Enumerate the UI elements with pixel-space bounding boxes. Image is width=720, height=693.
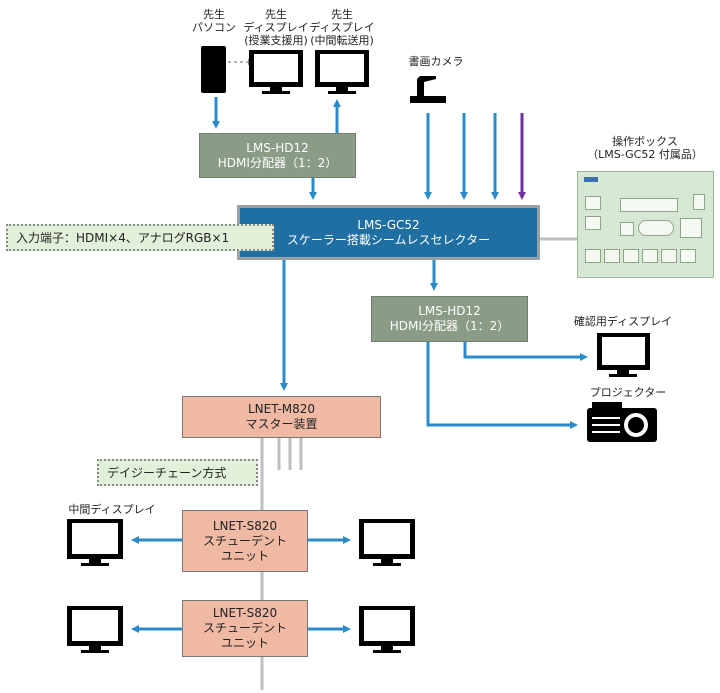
projector-icon <box>587 402 657 442</box>
input-terminals-note: 入力端子：HDMI×4、アナログRGB×1 <box>6 224 274 251</box>
teacher-display-teaching-icon <box>249 50 303 94</box>
document-camera-icon <box>410 76 446 103</box>
master-unit: LNET-M820 マスター装置 <box>182 396 381 438</box>
student-display-icon <box>67 606 123 653</box>
scaler-selector: LMS-GC52 スケーラー搭載シームレスセレクター <box>237 205 540 260</box>
panel-input-button <box>604 249 620 263</box>
panel-volume-button <box>638 220 674 236</box>
grey-cables <box>260 237 577 690</box>
student-display-icon <box>359 519 415 566</box>
panel-input-button <box>661 249 677 263</box>
teacher-pc-label: 先生 パソコン <box>192 8 236 34</box>
panel-logo <box>584 177 598 182</box>
middle-display-label: 中間ディスプレイ <box>68 503 156 516</box>
panel-transport-buttons <box>620 198 678 212</box>
panel-power-button <box>693 194 705 210</box>
teacher-display-teaching-label: 先生 ディスプレイ (授業支援用) <box>243 8 309 47</box>
panel-button <box>585 196 601 210</box>
panel-button <box>585 216 601 230</box>
student-display-icon <box>359 606 415 653</box>
student-unit-2: LNET-S820 スチューデント ユニット <box>182 600 308 657</box>
projector-label: プロジェクター <box>589 386 667 399</box>
confirm-display-icon <box>597 333 650 377</box>
panel-input-button <box>585 249 601 263</box>
hdmi-splitter-top: LMS-HD12 HDMI分配器（1：2） <box>199 133 356 178</box>
panel-button <box>620 222 634 236</box>
confirm-display-label: 確認用ディスプレイ <box>573 315 673 328</box>
panel-input-button <box>680 249 696 263</box>
panel-button <box>680 218 702 238</box>
hdmi-splitter-bottom: LMS-HD12 HDMI分配器（1：2） <box>371 296 528 342</box>
teacher-display-relay-label: 先生 ディスプレイ (中間転送用) <box>309 8 375 47</box>
panel-input-button <box>623 249 639 263</box>
teacher-pc-icon <box>201 46 226 93</box>
control-box-label: 操作ボックス （LMS-GC52 付属品） <box>587 135 703 161</box>
teacher-display-relay-icon <box>315 50 369 94</box>
control-box-panel <box>577 171 714 278</box>
document-camera-label: 書画カメラ <box>408 55 464 68</box>
panel-input-button <box>642 249 658 263</box>
daisy-chain-note: デイジーチェーン方式 <box>97 459 258 486</box>
signal-arrows <box>131 97 588 633</box>
student-unit-1: LNET-S820 スチューデント ユニット <box>182 510 308 572</box>
middle-display-icon <box>67 519 123 566</box>
